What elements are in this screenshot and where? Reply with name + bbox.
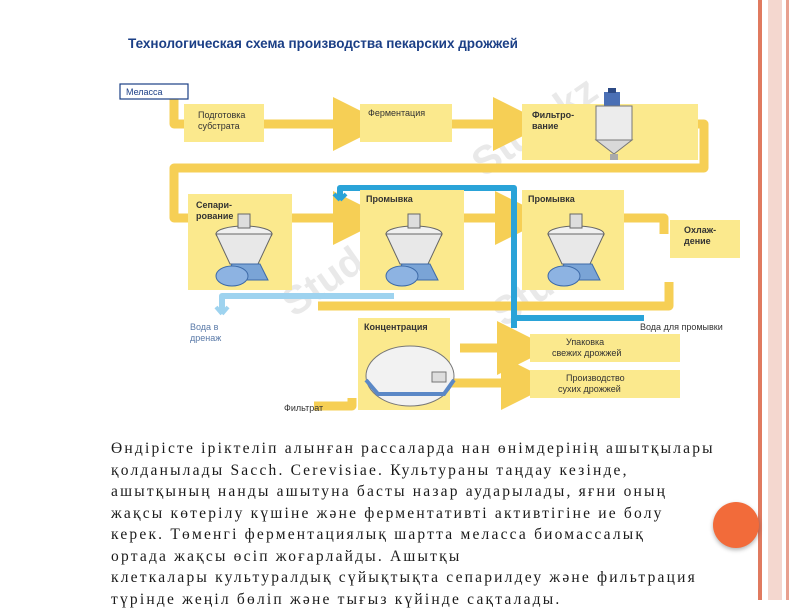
caption-line-8: түрінде жеңіл бөліп және тығыз күйінде с… xyxy=(111,589,739,610)
concentration-label: Концентрация xyxy=(364,322,428,332)
wash-water-label: Вода для промывки xyxy=(640,322,723,332)
cooling-label-1: Охлаж- xyxy=(684,225,716,235)
molasses-label: Меласса xyxy=(126,87,163,97)
wash2-label: Промывка xyxy=(528,194,576,204)
caption-line-4: жақсы көтерілу күшіне және ферментативті… xyxy=(111,503,739,525)
caption-line-6: ортада жақсы өсіп жоғарлайды. Ашытқы xyxy=(111,546,739,568)
fermentation-label: Ферментация xyxy=(368,108,425,118)
filtrate-label: Фильтрат xyxy=(284,403,323,413)
caption-line-1: Өндірісте іріктеліп алынған рассаларда н… xyxy=(111,438,739,460)
caption-line-5: керек. Төменгі ферментациялық шартта мел… xyxy=(111,524,739,546)
filtration-label-2: вание xyxy=(532,121,558,131)
substrate-prep-label-2: субстрата xyxy=(198,121,240,131)
separation-label-2: рование xyxy=(196,211,233,221)
caption-line-2: қолданылады Sacch. Cerevisiae. Культуран… xyxy=(111,460,739,482)
fresh-yeast-label-1: Упаковка xyxy=(566,337,604,347)
dry-yeast-label-1: Производство xyxy=(566,373,625,383)
dry-yeast-label-2: сухих дрожжей xyxy=(558,384,621,394)
cooling-label-2: дение xyxy=(684,236,711,246)
process-diagram-svg: Технологическая схема производства пекар… xyxy=(104,28,748,420)
substrate-prep-label-1: Подготовка xyxy=(198,110,245,120)
drain-label-1: Вода в xyxy=(190,322,219,332)
right-border-band xyxy=(768,0,782,600)
caption-line-7: клеткалары культуралдық сүйықтықта сепар… xyxy=(111,567,739,589)
separation-label-1: Сепари- xyxy=(196,200,232,210)
right-border-line xyxy=(786,0,789,600)
drum-filter-icon xyxy=(366,346,454,406)
filtration-label-1: Фильтро- xyxy=(532,110,574,120)
right-border-stripe xyxy=(758,0,762,600)
fresh-yeast-label-2: свежих дрожжей xyxy=(552,348,621,358)
caption-line-3: ашытқының нанды ашытуна басты назар ауда… xyxy=(111,481,739,503)
process-diagram: Технологическая схема производства пекар… xyxy=(104,28,748,420)
caption-paragraph: Өндірісте іріктеліп алынған рассаларда н… xyxy=(111,438,739,610)
orange-circle-button[interactable] xyxy=(713,502,759,548)
drain-label-2: дренаж xyxy=(190,333,221,343)
wash1-label: Промывка xyxy=(366,194,414,204)
diagram-title: Технологическая схема производства пекар… xyxy=(128,36,518,51)
